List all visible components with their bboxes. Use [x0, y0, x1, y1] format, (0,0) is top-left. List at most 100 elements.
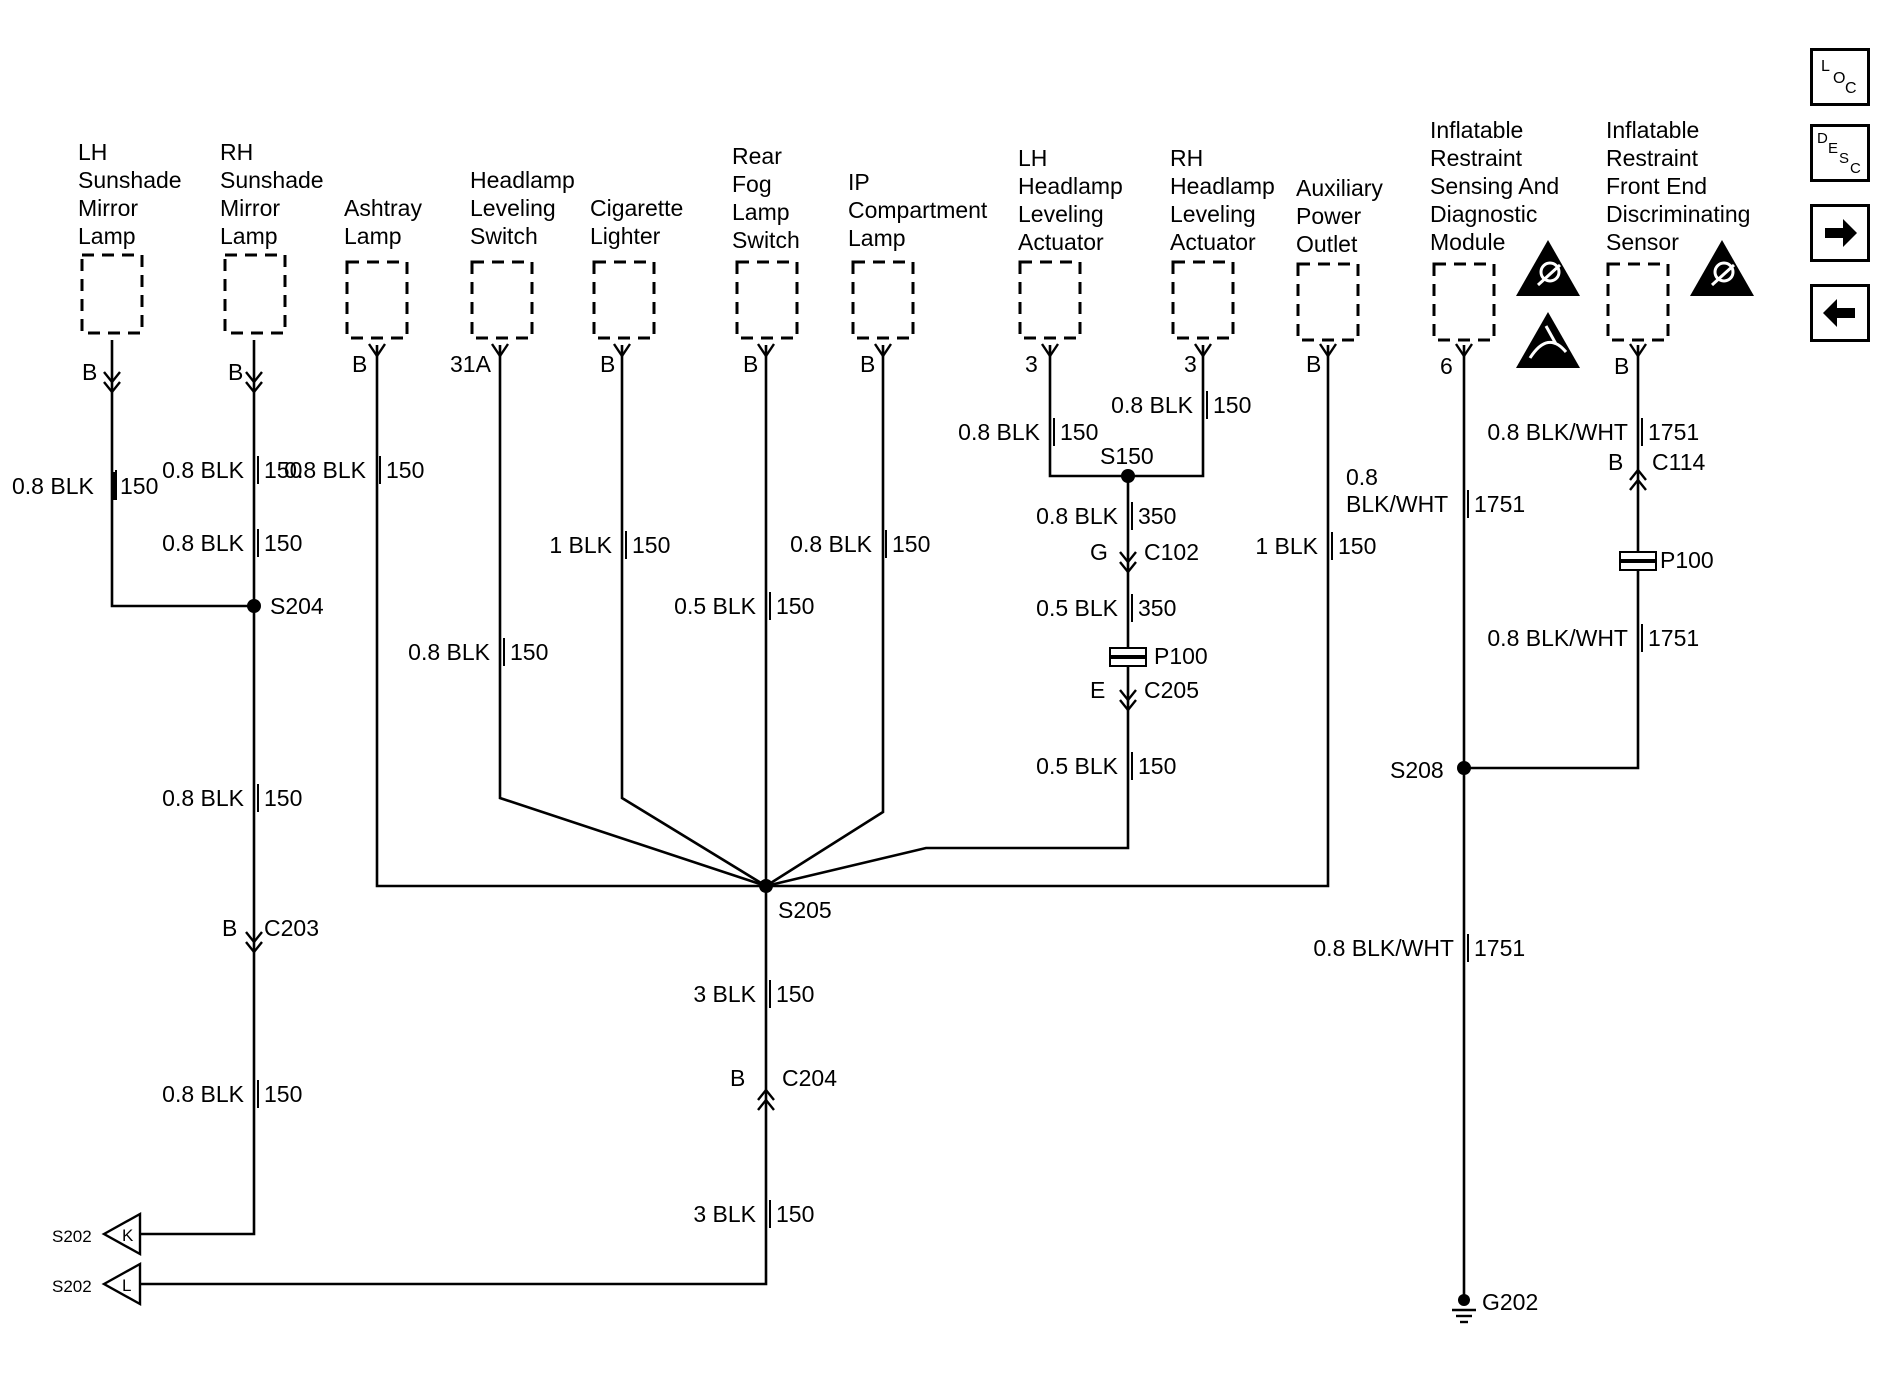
svg-text:150: 150	[1338, 533, 1376, 559]
svg-text:150: 150	[892, 531, 930, 557]
pin-label: B	[228, 359, 243, 385]
svg-text:150: 150	[264, 785, 302, 811]
svg-text:P100: P100	[1660, 547, 1714, 573]
offpage-arrow-icon	[101, 1261, 142, 1307]
pin-label: B	[860, 351, 875, 377]
svg-text:150: 150	[776, 1201, 814, 1227]
component-box	[592, 260, 656, 340]
pin-label: B	[352, 351, 367, 377]
component-label-line: Sunshade	[78, 167, 182, 193]
wire-label: 0.8 BLK 150	[162, 456, 302, 484]
pin-label: 3	[1184, 351, 1197, 377]
component-label-line: LH	[78, 139, 107, 165]
component-label-line: Sensor	[1606, 229, 1679, 255]
svg-text:0.8 BLK: 0.8 BLK	[162, 530, 244, 556]
component-box	[1606, 262, 1670, 342]
offpage-arrow-icon	[101, 1211, 142, 1257]
component-label-line: Actuator	[1170, 229, 1256, 255]
svg-text:C204: C204	[782, 1065, 837, 1091]
offpage-ref-l[interactable]: S202 L	[52, 1261, 142, 1307]
wire-label: 3 BLK 150	[693, 1200, 814, 1228]
svg-text:0.8 BLK: 0.8 BLK	[408, 639, 490, 665]
svg-text:G: G	[1090, 539, 1108, 565]
component-label-line: Discriminating	[1606, 201, 1750, 227]
svg-text:3 BLK: 3 BLK	[693, 981, 756, 1007]
svg-text:150: 150	[120, 473, 158, 499]
component-label-line: Compartment	[848, 197, 988, 223]
airbag-warning-icon	[1690, 240, 1754, 296]
component-ip-compartment-lamp: IP Compartment Lamp B	[848, 169, 988, 377]
component-label-line: Leveling	[470, 195, 556, 221]
wire-paths	[110, 340, 1640, 1300]
component-label-line: Headlamp	[470, 167, 575, 193]
component-label-line: Leveling	[1018, 201, 1104, 227]
svg-text:0.8 BLK: 0.8 BLK	[162, 785, 244, 811]
component-lh-sunshade-mirror-lamp: LH Sunshade Mirror Lamp B	[78, 139, 182, 385]
offpage-ref-k[interactable]: S202 K	[52, 1211, 142, 1257]
svg-text:150: 150	[632, 532, 670, 558]
wire-label: 0.8 BLK 150	[1111, 391, 1251, 419]
previous-page-button[interactable]	[1810, 284, 1870, 342]
svg-text:150: 150	[1213, 392, 1251, 418]
component-label-line: Mirror	[78, 195, 138, 221]
loc-letter: C	[1845, 80, 1857, 97]
description-button[interactable]: D E S C	[1810, 124, 1870, 182]
component-label-line: Switch	[470, 223, 538, 249]
component-rear-fog-lamp-switch: Rear Fog Lamp Switch B	[732, 143, 800, 377]
component-label-line: Fog	[732, 171, 772, 197]
svg-text:0.8 BLK: 0.8 BLK	[12, 473, 94, 499]
component-box	[345, 260, 409, 340]
wire-label: 0.5 BLK 150	[674, 592, 814, 620]
svg-text:150: 150	[510, 639, 548, 665]
component-rh-sunshade-mirror-lamp: RH Sunshade Mirror Lamp B	[220, 139, 324, 385]
component-box	[851, 260, 915, 340]
component-label-line: Module	[1430, 229, 1505, 255]
component-label-line: Outlet	[1296, 231, 1358, 257]
wire-label: 3 BLK 150	[693, 980, 814, 1008]
component-rh-headlamp-leveling-actuator: RH Headlamp Leveling Actuator 3	[1170, 145, 1275, 377]
svg-text:350: 350	[1138, 595, 1176, 621]
component-label-line: Headlamp	[1018, 173, 1123, 199]
svg-text:E: E	[1090, 677, 1105, 703]
svg-text:B: B	[1608, 449, 1623, 475]
svg-text:0.8 BLK/WHT: 0.8 BLK/WHT	[1487, 625, 1628, 651]
component-label-line: Rear	[732, 143, 782, 169]
splice-label-s208: S208	[1390, 757, 1444, 783]
location-button[interactable]: L O C	[1810, 48, 1870, 106]
component-lh-headlamp-leveling-actuator: LH Headlamp Leveling Actuator 3	[1018, 145, 1123, 377]
offpage-ref-label: S202	[52, 1277, 92, 1296]
ground-g202: G202	[1452, 1289, 1538, 1324]
component-label-line: Lamp	[732, 199, 790, 225]
wire-label: 1 BLK 150	[1255, 532, 1376, 560]
ground-label: G202	[1482, 1289, 1538, 1315]
esd-warning-icon	[1516, 312, 1580, 368]
svg-text:B: B	[222, 915, 237, 941]
component-label-line: Lamp	[344, 223, 402, 249]
connector-p100-a: P100	[1109, 643, 1208, 669]
connector-c114: B C114	[1608, 449, 1705, 491]
component-label-line: LH	[1018, 145, 1047, 171]
wire-label: 0.8 BLK 150	[958, 418, 1098, 446]
component-box	[1018, 260, 1082, 340]
svg-text:0.8 BLK: 0.8 BLK	[1036, 503, 1118, 529]
wire-label: 0.8 BLK 150	[790, 530, 930, 558]
component-label-line: Mirror	[220, 195, 280, 221]
svg-text:0.5 BLK: 0.5 BLK	[674, 593, 756, 619]
svg-text:P100: P100	[1154, 643, 1208, 669]
next-page-button[interactable]	[1810, 204, 1870, 262]
svg-text:1751: 1751	[1474, 935, 1525, 961]
wire-labels: 0.8 BLK 150 0.8 BLK 150 0.8 BLK 150 0.8 …	[12, 391, 1699, 1228]
component-label-line: Sensing And	[1430, 173, 1559, 199]
splice-label-s205: S205	[778, 897, 832, 923]
pin-label: 6	[1440, 353, 1453, 379]
component-box	[1432, 262, 1496, 342]
svg-text:C203: C203	[264, 915, 319, 941]
component-label-line: Actuator	[1018, 229, 1104, 255]
svg-text:150: 150	[1060, 419, 1098, 445]
svg-text:C114: C114	[1652, 449, 1705, 475]
component-label-line: Sunshade	[220, 167, 324, 193]
svg-text:350: 350	[1138, 503, 1176, 529]
svg-text:150: 150	[264, 530, 302, 556]
svg-text:0.8 BLK: 0.8 BLK	[162, 457, 244, 483]
